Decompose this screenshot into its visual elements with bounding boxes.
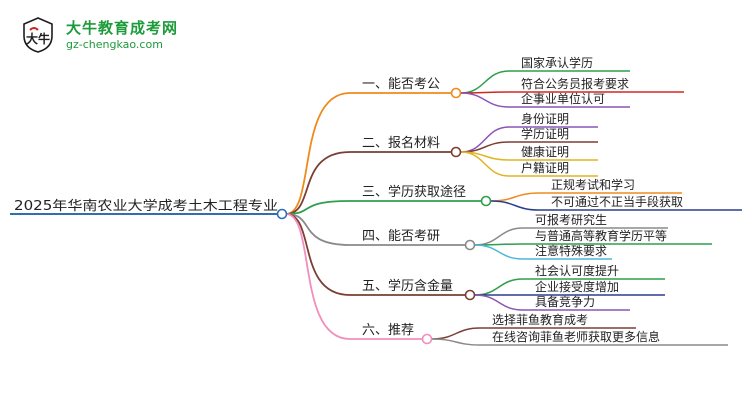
branch-label-3: 三、学历获取途径: [362, 184, 466, 200]
child-label-5-2[interactable]: 企业接受度增加: [535, 279, 619, 294]
child-link-3-2: [490, 200, 540, 211]
site-logo[interactable]: 大牛 大牛教育成考网 gz-chengkao.com: [12, 14, 202, 60]
branch-node-dot-3[interactable]: [480, 195, 492, 207]
child-label-1-1[interactable]: 国家承认学历: [521, 55, 593, 70]
logo-badge-icon: 大牛: [23, 17, 53, 53]
child-label-5-1[interactable]: 社会认可度提升: [535, 263, 619, 278]
branch-label-6: 六、推荐: [362, 323, 414, 338]
branch-link-2: [285, 151, 351, 215]
child-link-1-3: [460, 92, 510, 108]
child-label-6-1[interactable]: 选择菲鱼教育成考: [492, 312, 588, 327]
logo-title: 大牛教育成考网: [66, 19, 179, 37]
child-label-5-3[interactable]: 具备竞争力: [535, 295, 595, 309]
branch-node-dot-5[interactable]: [464, 289, 476, 301]
child-label-2-4[interactable]: 户籍证明: [521, 160, 569, 175]
child-label-4-3[interactable]: 注意特殊要求: [535, 243, 607, 258]
logo-url: gz-chengkao.com: [66, 38, 163, 51]
child-link-4-3: [474, 244, 524, 260]
child-label-2-3[interactable]: 健康证明: [521, 144, 569, 159]
child-label-1-3[interactable]: 企事业单位认可: [521, 91, 605, 106]
root-node-dot[interactable]: [276, 208, 288, 220]
branch-node-dot-1[interactable]: [450, 87, 462, 99]
child-label-2-1[interactable]: 身份证明: [521, 111, 569, 126]
branch-label-2: 二、报名材料: [362, 135, 440, 151]
branch-link-4: [285, 213, 351, 246]
child-link-6-2: [431, 338, 481, 346]
child-label-1-2[interactable]: 符合公务员报考要求: [521, 76, 629, 91]
child-label-2-2[interactable]: 学历证明: [521, 126, 569, 141]
child-label-4-2[interactable]: 与普通高等教育学历平等: [535, 228, 667, 243]
branch-node-dot-6[interactable]: [421, 333, 433, 345]
child-link-5-3: [474, 294, 524, 311]
branch-label-5: 五、学历含金量: [362, 278, 453, 294]
branch-link-1: [285, 92, 351, 215]
child-label-6-2[interactable]: 在线咨询菲鱼老师获取更多信息: [492, 329, 660, 344]
branch-node-dot-4[interactable]: [464, 239, 476, 251]
child-link-6-1: [431, 327, 481, 340]
branch-link-5: [285, 213, 351, 296]
mindmap-nodes: 2025年华南农业大学成考土木工程专业 一、能否考公 国家承认学历符合公务员报考要求…: [14, 55, 683, 345]
child-link-3-1: [490, 192, 540, 202]
root-topic: 2025年华南农业大学成考土木工程专业: [14, 198, 278, 214]
child-link-2-1: [460, 126, 510, 153]
branch-node-dot-2[interactable]: [450, 146, 462, 158]
child-link-1-1: [460, 70, 510, 94]
branch-link-3: [285, 200, 351, 215]
child-label-4-1[interactable]: 可报考研究生: [535, 212, 607, 227]
branch-label-4: 四、能否考研: [362, 229, 440, 244]
child-link-4-1: [474, 227, 524, 246]
svg-text:大牛: 大牛: [26, 31, 50, 46]
child-label-3-1[interactable]: 正规考试和学习: [551, 177, 635, 192]
branch-link-6: [285, 213, 351, 340]
child-label-3-2[interactable]: 不可通过不正当手段获取: [551, 194, 683, 209]
child-link-5-1: [474, 278, 524, 296]
child-link-2-4: [460, 151, 510, 177]
mindmap-links: [10, 70, 742, 346]
branch-label-1: 一、能否考公: [362, 77, 440, 92]
